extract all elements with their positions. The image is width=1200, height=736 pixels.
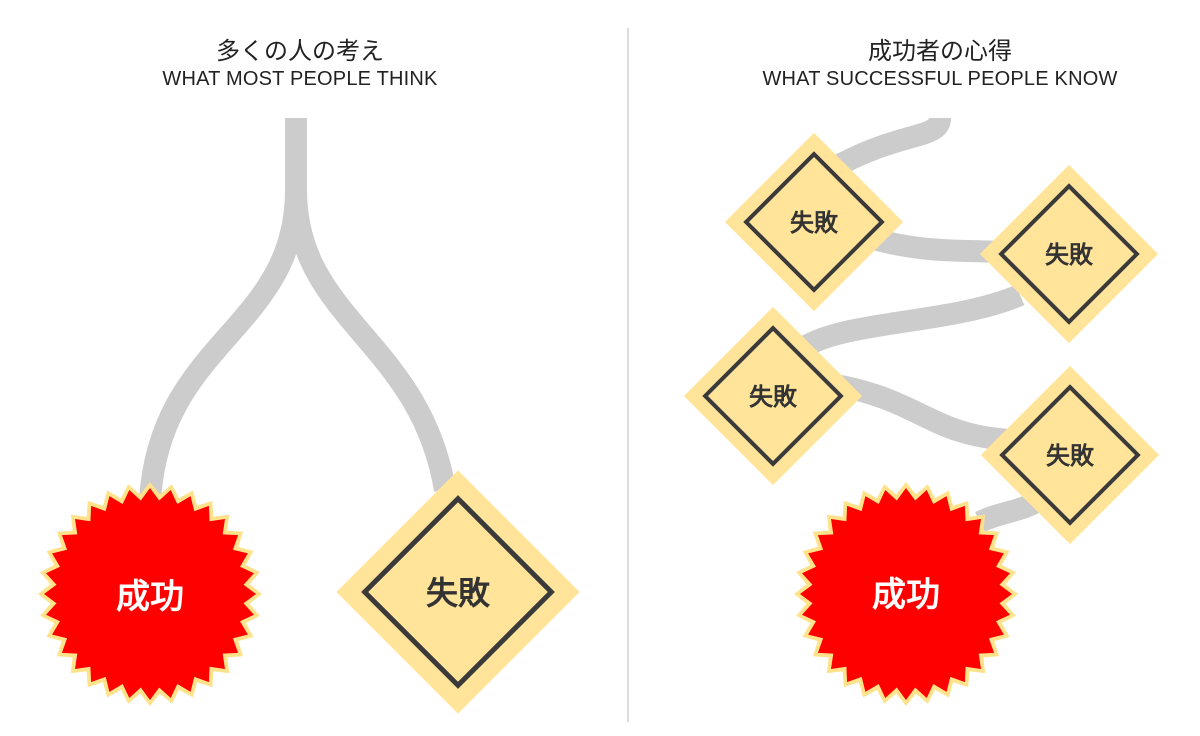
left-panel-title: 多くの人の考え WHAT MOST PEOPLE THINK xyxy=(90,36,510,92)
right-paths xyxy=(793,116,1046,533)
right-title-jp: 成功者の心得 xyxy=(868,37,1012,65)
right-path-2-3 xyxy=(793,284,1025,360)
right-failure-signs: 失敗 失敗 失敗 失敗 xyxy=(683,132,1160,545)
left-title-en: WHAT MOST PEOPLE THINK xyxy=(162,68,438,90)
left-failure-bg xyxy=(336,470,580,714)
left-path-to-success xyxy=(139,118,307,501)
left-paths xyxy=(139,118,456,501)
right-failure-2-border xyxy=(998,183,1140,325)
right-failure-3-label: 失敗 xyxy=(749,383,798,411)
right-success-seal: 成功 xyxy=(794,482,1018,706)
right-panel-title: 成功者の心得 WHAT SUCCESSFUL PEOPLE KNOW xyxy=(720,36,1160,92)
right-failure-2-label: 失敗 xyxy=(1045,241,1094,269)
right-success-label: 成功 xyxy=(872,575,940,615)
left-seal-inner xyxy=(44,488,256,700)
right-path-3-4 xyxy=(833,374,1011,451)
left-success-seal: 成功 xyxy=(38,482,262,706)
left-failure-label: 失敗 xyxy=(426,574,491,612)
left-failure-sign: 失敗 xyxy=(336,470,580,714)
right-seal-inner xyxy=(800,488,1012,700)
left-path-to-failure xyxy=(285,189,456,492)
right-failure-3-border xyxy=(702,325,844,467)
right-failure-1-label: 失敗 xyxy=(790,209,839,237)
left-title-jp: 多くの人の考え xyxy=(216,37,384,65)
right-path-start xyxy=(824,116,951,180)
right-failure-1-border xyxy=(743,151,885,293)
right-failure-4-border xyxy=(999,384,1141,526)
right-failure-2: 失敗 xyxy=(979,164,1159,344)
right-failure-4-label: 失敗 xyxy=(1046,442,1095,470)
left-failure-border xyxy=(361,495,555,689)
right-title-en: WHAT SUCCESSFUL PEOPLE KNOW xyxy=(762,68,1118,90)
left-success-label: 成功 xyxy=(116,577,184,617)
right-path-1-2 xyxy=(867,227,1001,263)
